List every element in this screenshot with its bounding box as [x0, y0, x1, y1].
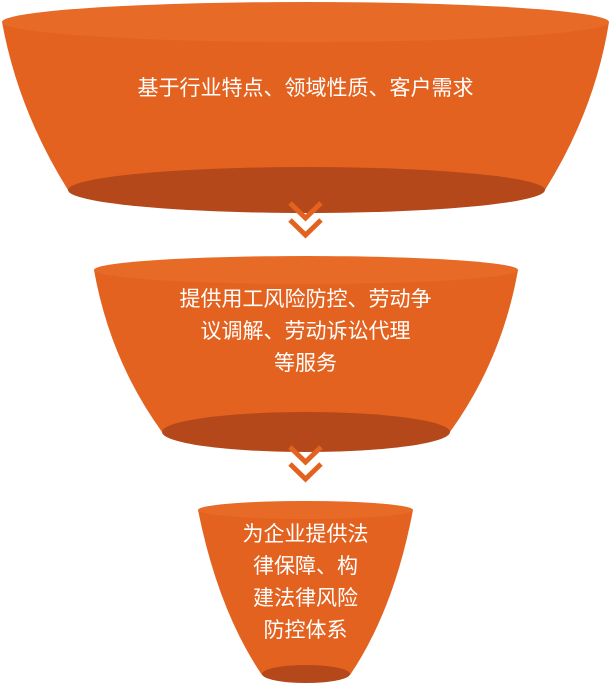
funnel-stage-1-rim [2, 2, 609, 42]
funnel-stage-2-label: 提供用工风险防控、劳动争 议调解、劳动诉讼代理 等服务 [90, 283, 521, 379]
funnel-stage-1-bottom [68, 167, 545, 213]
funnel-stage-2-body [94, 270, 518, 432]
funnel-stage-2-line-2: 议调解、劳动诉讼代理 [200, 319, 411, 343]
funnel-stage-3 [198, 501, 413, 683]
funnel-stage-1-line-1: 基于行业特点、领域性质、客户需求 [137, 76, 474, 100]
funnel-stage-2-rim [94, 256, 518, 284]
funnel-stage-3-bottom [262, 665, 350, 683]
double-chevron-down-icon [288, 201, 323, 239]
funnel-stage-3-body [198, 510, 413, 675]
funnel-stage-3-rim [198, 501, 413, 519]
funnel-stage-2-line-3: 等服务 [274, 351, 337, 375]
funnel-stage-2-bottom [162, 412, 450, 452]
funnel-stage-1-body [2, 22, 609, 190]
funnel-stage-3-line-2: 律保障、构 [253, 554, 358, 578]
funnel-stage-2 [94, 256, 518, 452]
funnel-stage-2-line-1: 提供用工风险防控、劳动争 [179, 287, 432, 311]
funnel-stage-3-line-1: 为企业提供法 [242, 522, 369, 546]
funnel-stage-3-line-4: 防控体系 [263, 618, 348, 642]
funnel-stage-3-line-3: 建法律风险 [253, 586, 358, 610]
funnel-stage-3-label: 为企业提供法 律保障、构 建法律风险 防控体系 [205, 518, 406, 646]
funnel-stage-1 [2, 2, 609, 213]
funnel-stage-1-label: 基于行业特点、领域性质、客户需求 [0, 72, 611, 104]
double-chevron-down-icon [288, 445, 323, 483]
